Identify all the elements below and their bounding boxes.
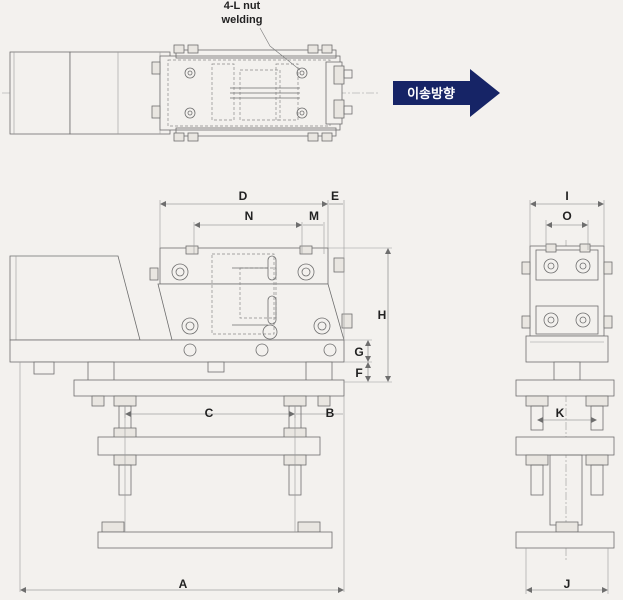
dim-label-m: M <box>309 209 319 223</box>
dim-label-e: E <box>331 189 339 203</box>
dim-label-f: F <box>355 366 362 380</box>
dim-label-c: C <box>205 406 214 420</box>
dim-label-g: G <box>354 345 363 359</box>
dim-label-b: B <box>326 406 335 420</box>
annotation-line-1: 4-L nut <box>224 0 261 12</box>
dim-label-a: A <box>179 577 188 591</box>
direction-label: 이송방향 <box>407 86 455 102</box>
dim-label-i: I <box>565 189 568 203</box>
dim-label-n: N <box>245 209 254 223</box>
dim-label-j: J <box>564 577 571 591</box>
direction-arrow: 이송방향 <box>393 69 500 117</box>
dim-label-h: H <box>378 308 387 322</box>
nut-welding-points <box>184 67 308 119</box>
front-view <box>9 245 353 549</box>
front-dimensions <box>19 200 392 593</box>
dim-label-o: O <box>562 209 571 223</box>
annotation-line-2: welding <box>221 14 263 26</box>
top-view <box>2 27 380 142</box>
dimension-labels: D E N M H G F C B A I O K J <box>179 189 572 591</box>
dim-label-d: D <box>239 189 248 203</box>
side-dimensions <box>525 200 609 594</box>
side-view <box>515 240 615 560</box>
dim-label-k: K <box>556 406 565 420</box>
